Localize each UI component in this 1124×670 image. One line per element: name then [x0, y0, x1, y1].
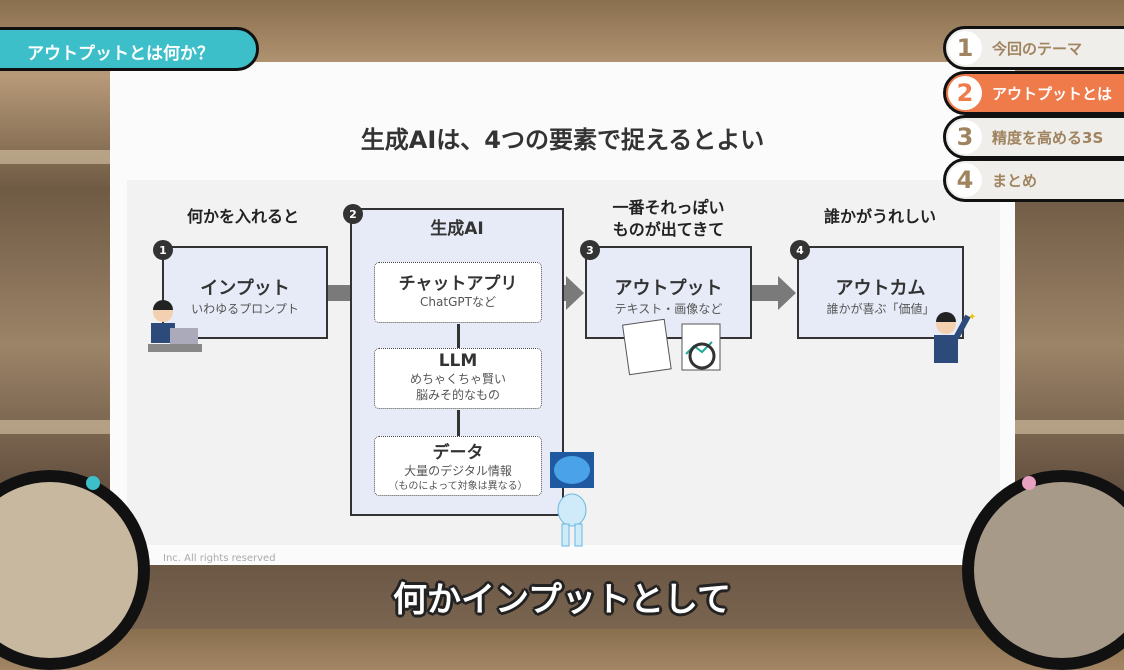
data-title: データ: [432, 443, 484, 463]
step-badge-4: 4: [790, 240, 810, 260]
nav-item-1[interactable]: 1 今回のテーマ: [943, 26, 1124, 70]
nav-number: 3: [948, 120, 982, 154]
outcome-title: アウトカム: [835, 278, 926, 299]
copyright: Inc. All rights reserved: [163, 553, 276, 564]
genai-title: 生成AI: [430, 219, 484, 239]
nav-item-2[interactable]: 2 アウトプットとは: [943, 71, 1124, 115]
caption-subtitle: 何かインプットとして: [393, 580, 731, 620]
step-badge-3: 3: [580, 240, 600, 260]
nav-label: まとめ: [992, 171, 1038, 190]
person-laptop-illustration: [148, 300, 202, 352]
input-box: インプット いわゆるプロンプト: [162, 246, 328, 339]
llm-title: LLM: [438, 351, 478, 371]
nav-label: アウトプットとは: [992, 84, 1113, 103]
nav-number: 2: [948, 76, 982, 110]
llm-sub2: 脳みそ的なもの: [415, 388, 500, 402]
data-sub2: （ものによって対象は異なる）: [388, 481, 528, 492]
arrow-up-icon: [457, 324, 460, 348]
nav-number: 4: [948, 163, 982, 197]
step3-header-line1: 一番それっぽい: [612, 198, 725, 217]
output-title: アウトプット: [614, 278, 723, 299]
outcome-sub: 誰かが喜ぶ「価値」: [826, 302, 935, 316]
output-box: アウトプット テキスト・画像など: [585, 246, 752, 339]
step3-header-line2: ものが出てきて: [612, 220, 725, 239]
step-badge-1: 1: [153, 240, 173, 260]
arrow-up-icon: [457, 410, 460, 436]
input-title: インプット: [200, 278, 290, 299]
data-sub: 大量のデジタル情報: [404, 464, 512, 478]
webcam-right-dot: [1022, 476, 1036, 490]
chat-app-title: チャットアプリ: [398, 274, 518, 294]
slide-title: 生成AIは、4つの要素で捉えるとよい: [360, 126, 765, 154]
happy-person-illustration: ✦: [934, 312, 976, 363]
step4-header: 誰かがうれしい: [823, 207, 936, 226]
step-badge-2: 2: [343, 204, 363, 224]
data-box: データ大量のデジタル情報 （ものによって対象は異なる）: [374, 436, 542, 496]
nav-label: 精度を高める3S: [992, 128, 1104, 147]
output-sub: テキスト・画像など: [614, 302, 723, 316]
chat-app-sub: ChatGPTなど: [420, 295, 496, 309]
arrow-right-icon: [752, 276, 796, 310]
step1-header: 何かを入れると: [186, 207, 299, 226]
nav-item-3[interactable]: 3 精度を高める3S: [943, 115, 1124, 159]
webcam-left-dot: [86, 476, 100, 490]
brain-robot-illustration: [550, 452, 594, 547]
nav-number: 1: [948, 31, 982, 65]
step3-header: 一番それっぽいものが出てきて: [585, 197, 752, 241]
documents-illustration: [622, 318, 721, 376]
nav-label: 今回のテーマ: [992, 39, 1083, 58]
section-banner: アウトプットとは何か？: [0, 27, 259, 71]
nav-item-4[interactable]: 4 まとめ: [943, 158, 1124, 202]
input-sub: いわゆるプロンプト: [191, 302, 299, 316]
llm-sub: めちゃくちゃ賢い: [409, 372, 506, 386]
svg-text:✦: ✦: [968, 312, 976, 323]
